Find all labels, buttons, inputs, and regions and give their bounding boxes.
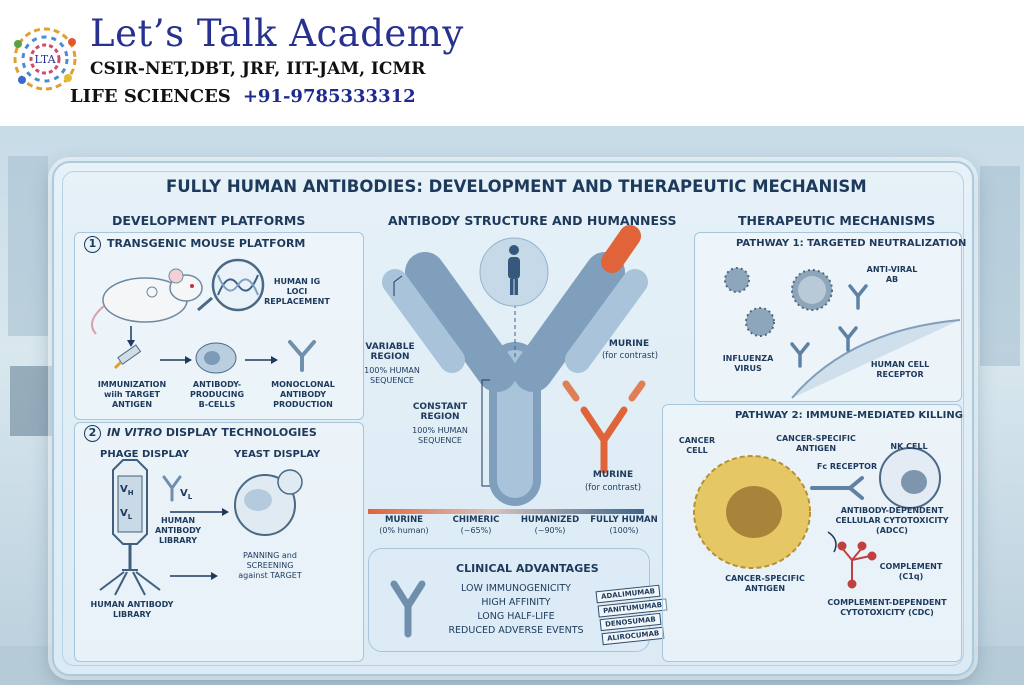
humanness-scale-item: FULLY HUMAN(100%): [588, 515, 660, 536]
antigen-top-label: CANCER-SPECIFIC ANTIGEN: [776, 434, 856, 453]
large-antibody-icon: [382, 225, 648, 506]
phone-number[interactable]: +91-9785333312: [242, 86, 416, 107]
humanness-scale-item: MURINE(0% human): [368, 515, 440, 536]
structure-heading: ANTIBODY STRUCTURE AND HUMANNESS: [388, 213, 677, 228]
contact-line: LIFE SCIENCES +91-9785333312: [70, 86, 416, 107]
life-sciences-label: LIFE SCIENCES: [70, 86, 231, 107]
invitro-title-text: DISPLAY TECHNOLOGIES: [165, 426, 317, 439]
humanness-scale-bar: [368, 509, 644, 514]
murine-sub-1: (for contrast): [601, 351, 659, 361]
complement-c1q-icon: [837, 541, 877, 589]
murine-label-1: MURINE: [608, 339, 650, 349]
scale-sub: (100%): [609, 526, 639, 535]
constant-region-sub: 100% HUMAN SEQUENCE: [412, 426, 468, 445]
advantage-item: LONG HALF-LIFE: [477, 611, 555, 622]
anti-viral-ab-label: ANTI-VIRAL AB: [866, 265, 918, 284]
dna-magnifier-icon: [197, 258, 265, 312]
phage-display-label: PHAGE DISPLAY: [100, 449, 189, 460]
humanness-scale-item: CHIMERIC(~65%): [440, 515, 512, 536]
brand-name: Let’s Talk Academy: [90, 12, 464, 55]
virus-icon: [724, 267, 750, 293]
scale-label: CHIMERIC: [452, 515, 500, 525]
scale-sub: (~65%): [460, 526, 492, 535]
scale-label: FULLY HUMAN: [590, 515, 658, 525]
yeast-cell-icon: [234, 469, 303, 536]
human-ig-loci-label: HUMAN IG LOCI REPLACEMENT: [264, 277, 330, 306]
advantage-item: LOW IMMUNOGENICITY: [461, 583, 571, 594]
scale-sub: (~90%): [534, 526, 566, 535]
human-cell-receptor-label: HUMAN CELL RECEPTOR: [870, 360, 930, 379]
vl-label: VL: [120, 508, 133, 521]
advantages-heading: CLINICAL ADVANTAGES: [456, 562, 599, 575]
neutralizing-antibody-icon: [790, 284, 868, 368]
nk-cell-label: NK CELL: [890, 442, 928, 451]
fc-receptor-label: Fc RECEPTOR: [816, 462, 878, 471]
infographic-title: FULLY HUMAN ANTIBODIES: DEVELOPMENT AND …: [166, 177, 867, 196]
advantage-item: REDUCED ADVERSE EVENTS: [448, 625, 584, 636]
virus-icon: [745, 307, 775, 337]
transgenic-title-text: TRANSGENIC MOUSE PLATFORM: [107, 237, 306, 250]
logo-text: LTA: [34, 53, 56, 66]
human-figure-icon: [508, 245, 520, 295]
step-number: 1: [84, 236, 101, 253]
syringe-icon: [113, 344, 142, 370]
scale-sub: (0% human): [379, 526, 429, 535]
virus-icon: [791, 269, 833, 311]
transgenic-panel: [74, 232, 364, 420]
human-cell-membrane: [791, 319, 961, 399]
phage-icon: [99, 459, 161, 596]
academy-logo: LTA: [13, 27, 77, 91]
murine-antibody-icon: [562, 380, 646, 474]
panning-label: PANNING and SCREENING against TARGET: [238, 551, 302, 580]
monoclonal-label: MONOCLONAL ANTIBODY PRODUCTION: [271, 380, 335, 409]
mouse-icon: [90, 268, 203, 335]
vl-label-2: VL: [180, 488, 193, 501]
library-label-bottom: HUMAN ANTIBODY LIBRARY: [90, 600, 174, 619]
variable-region-sub: 100% HUMAN SEQUENCE: [364, 366, 420, 385]
development-heading: DEVELOPMENT PLATFORMS: [112, 213, 306, 228]
fc-receptor-antibody-icon: [810, 476, 864, 500]
transgenic-title: 1 TRANSGENIC MOUSE PLATFORM: [84, 236, 305, 253]
pathway2-title: PATHWAY 2: IMMUNE-MEDIATED KILLING: [735, 410, 963, 421]
library-antibody-icon: [162, 475, 182, 502]
influenza-label: INFLUENZA VIRUS: [722, 354, 774, 373]
advantage-antibody-icon: [390, 580, 426, 638]
murine-sub-2: (for contrast): [584, 483, 642, 493]
cancer-cell-label: CANCER CELL: [678, 436, 716, 455]
antigen-bottom-label: CANCER-SPECIFIC ANTIGEN: [725, 574, 805, 593]
immunization-label: IMMUNIZATION wiih TARGET ANTIGEN: [97, 380, 167, 409]
pathway1-title: PATHWAY 1: TARGETED NEUTRALIZATION: [736, 238, 967, 249]
b-cell-icon: [195, 342, 237, 374]
library-label-inner: HUMAN ANTIBODY LIBRARY: [154, 516, 202, 545]
step-number-2: 2: [84, 425, 101, 442]
infographic-frame: [62, 171, 964, 666]
mechanisms-heading: THERAPEUTIC MECHANISMS: [738, 213, 936, 228]
variable-region-label: VARIABLE REGION: [365, 342, 415, 362]
exam-list: CSIR-NET,DBT, JRF, IIT-JAM, ICMR: [90, 59, 426, 79]
academy-header: LTA Let’s Talk Academy CSIR-NET,DBT, JRF…: [0, 0, 1024, 126]
advantage-item: HIGH AFFINITY: [481, 597, 551, 608]
humanness-scale-item: HUMANIZED(~90%): [514, 515, 586, 536]
murine-label-2: MURINE: [592, 470, 634, 480]
complement-label: COMPLEMENT (C1q): [879, 562, 943, 581]
cancer-cell-icon: [693, 455, 811, 569]
yeast-display-label: YEAST DISPLAY: [234, 449, 321, 460]
b-cells-label: ANTIBODY-PRODUCING B-CELLS: [189, 380, 245, 409]
scale-label: HUMANIZED: [520, 515, 580, 525]
adcc-label: ANTIBODY-DEPENDENT CELLULAR CYTOTOXICITY…: [835, 506, 949, 535]
vh-label: VH: [120, 484, 134, 497]
antibody-icon: [288, 340, 316, 372]
invitro-title: 2 IN VITRO DISPLAY TECHNOLOGIES: [84, 425, 317, 442]
scale-label: MURINE: [385, 515, 423, 525]
constant-region-label: CONSTANT REGION: [412, 402, 468, 422]
nk-cell-icon: [879, 447, 941, 509]
cdc-label: COMPLEMENT-DEPENDENT CYTOTOXICITY (CDC): [827, 598, 947, 617]
invitro-italic: IN VITRO: [107, 426, 163, 439]
advantages-list: LOW IMMUNOGENICITY HIGH AFFINITY LONG HA…: [440, 582, 592, 638]
